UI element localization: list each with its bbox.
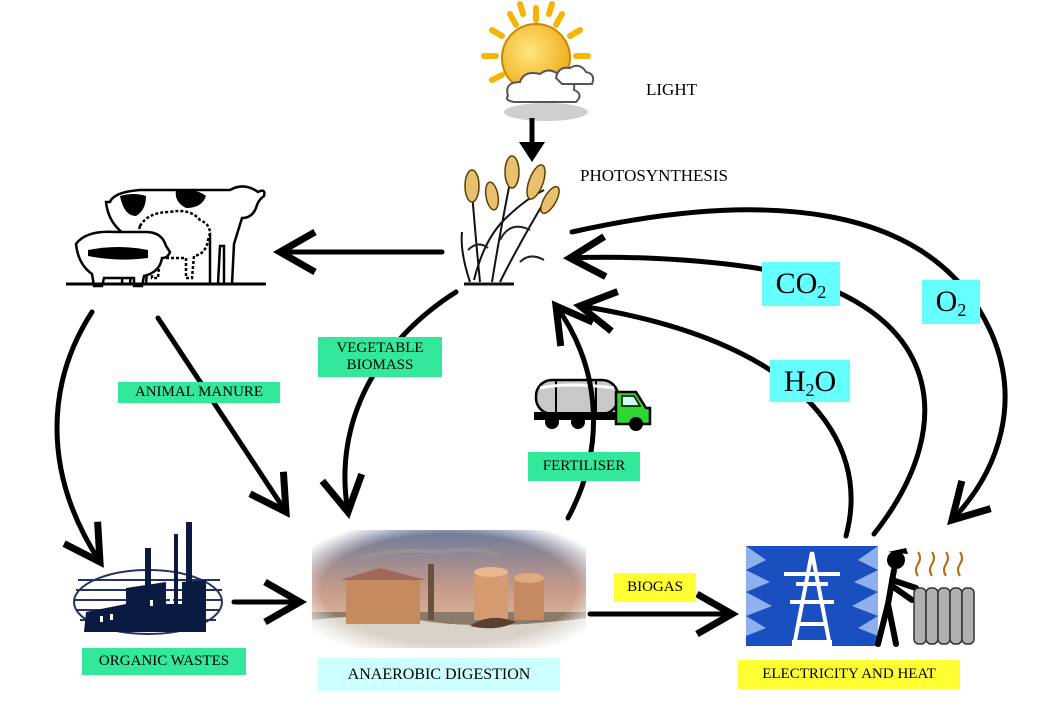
- vegetable-biomass-line2: BIOMASS: [346, 357, 414, 373]
- h2o-base: H: [783, 365, 806, 398]
- h2o-tail: O: [814, 365, 837, 398]
- factory-icon: [73, 522, 223, 635]
- tanker-truck-icon: [534, 378, 652, 431]
- o2-label: O2: [922, 280, 980, 324]
- biogas-plant-photo: [312, 530, 586, 648]
- arrow-vegetable-biomass: [319, 289, 459, 519]
- person-radiator-icon: [875, 548, 975, 647]
- power-pylon-icon: [746, 546, 878, 647]
- co2-subscript: 2: [817, 282, 827, 302]
- photosynthesis-label: PHOTOSYNTHESIS: [580, 166, 728, 185]
- arrow-livestock-to-wastes: [54, 309, 104, 568]
- h2o-subscript: 2: [805, 380, 815, 400]
- sun-cloud-icon: [481, 1, 595, 121]
- anaerobic-digestion-label: ANAEROBIC DIGESTION: [318, 658, 560, 691]
- livestock-icon: [66, 185, 266, 288]
- o2-subscript: 2: [957, 300, 967, 320]
- biogas-label: BIOGAS: [614, 573, 696, 602]
- co2-label: CO2: [762, 262, 840, 306]
- wheat-plant-icon: [460, 155, 560, 286]
- light-label: LIGHT: [646, 80, 697, 99]
- co2-base: CO: [775, 267, 818, 300]
- animal-manure-label: ANIMAL MANURE: [118, 382, 280, 403]
- electricity-and-heat-label: ELECTRICITY AND HEAT: [738, 660, 960, 689]
- o2-base: O: [935, 285, 958, 318]
- h2o-label: H2O: [770, 360, 850, 402]
- organic-wastes-label: ORGANIC WASTES: [82, 648, 246, 675]
- arrow-manure-to-digestion: [155, 315, 290, 518]
- fertiliser-label: FERTILISER: [528, 452, 640, 481]
- arrow-fertiliser: [551, 300, 596, 521]
- vegetable-biomass-line1: VEGETABLE: [336, 340, 424, 356]
- vegetable-biomass-label: VEGETABLE BIOMASS: [318, 337, 442, 377]
